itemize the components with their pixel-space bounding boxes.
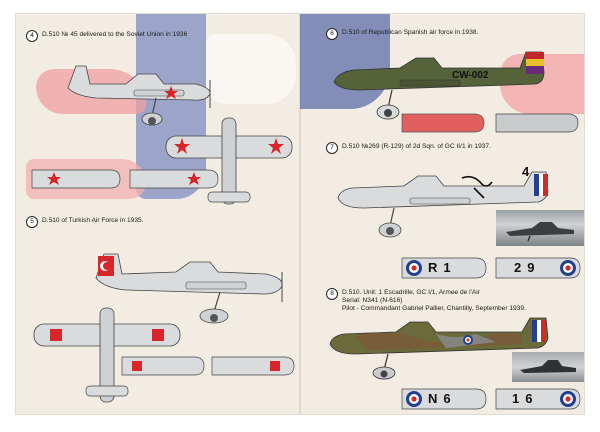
section-7-caption: D.510 №269 (R-129) of 2d Sqn. of GC II/1… [342, 143, 491, 150]
french-tail-white [539, 174, 543, 196]
spanish-tail-band-red [526, 52, 544, 59]
turkish-plane-top-view [33, 307, 181, 403]
red-star-underside-left [47, 172, 61, 185]
historical-photo-2 [512, 352, 584, 382]
flag-background-blue-right [300, 14, 390, 109]
historical-photo-1 [496, 210, 584, 246]
flag-background-white [206, 34, 296, 104]
section-4-caption: D.510 № 45 delivered to the Soviet Union… [42, 31, 188, 38]
camo-plane-side-view [329, 317, 549, 380]
sec7-wing-left-code: R1 [428, 260, 457, 275]
section-4-number: 4 [26, 30, 38, 42]
red-star-underside-right [187, 172, 201, 185]
spanish-tail-band-yellow [526, 59, 544, 66]
red-star-right-wing [268, 138, 284, 154]
flag-background-blue [136, 14, 206, 199]
soviet-underside-wing-panels [31, 169, 219, 189]
squadron-bird-emblem [461, 175, 493, 199]
turkish-plane-side-view [95, 253, 283, 324]
section-8-caption-line-3: Pilot - Commandant Gabriel Pallier, Chan… [342, 305, 526, 312]
section-5-caption: D.510 of Turkish Air Force in 1935. [42, 217, 144, 224]
sec7-wing-right-code: 29 [514, 260, 541, 275]
spanish-plane-side-view [333, 51, 545, 120]
spanish-code-marking: CW-002 [452, 70, 489, 81]
soviet-plane-side-view [67, 65, 211, 126]
turkish-red-square-left [50, 329, 62, 341]
soviet-plane-top-view [165, 117, 293, 205]
section-8-number: 8 [326, 288, 338, 300]
sec8-wing-left-code: N6 [428, 391, 457, 406]
spanish-underside-panels [401, 113, 579, 133]
red-star-left-wing [174, 138, 190, 154]
right-page: 6 D.510 of Republican Spanish air force … [300, 14, 584, 414]
french-tail-blue [534, 174, 539, 196]
red-star-side [164, 86, 178, 99]
spanish-tail-band-purple [526, 66, 544, 74]
page-fold [299, 14, 301, 414]
section-7-number: 7 [326, 142, 338, 154]
section-8-caption-line-1: D.510. Unit: 1 Escadrille, GC I/1, Armee… [342, 289, 480, 296]
tail-number-marking: 4 [522, 164, 530, 179]
sec8-wing-panels [401, 388, 581, 410]
left-page: 4 D.510 № 45 delivered to the Soviet Uni… [16, 14, 300, 414]
french-tail-red [543, 174, 548, 196]
decal-sheet: 4 D.510 № 45 delivered to the Soviet Uni… [16, 14, 584, 414]
section-6-caption: D.510 of Republican Spanish air force in… [342, 29, 479, 36]
section-8-caption-line-2: Serial: N341 (N-616) [342, 297, 403, 304]
turkish-underside-panels [121, 356, 295, 376]
french-plane-side-view [337, 171, 549, 238]
section-6-number: 6 [326, 28, 338, 40]
sec8-wing-right-code: 16 [512, 391, 539, 406]
turkish-red-square-right [152, 329, 164, 341]
section-5-number: 5 [26, 216, 38, 228]
sec7-wing-panels [401, 257, 581, 279]
